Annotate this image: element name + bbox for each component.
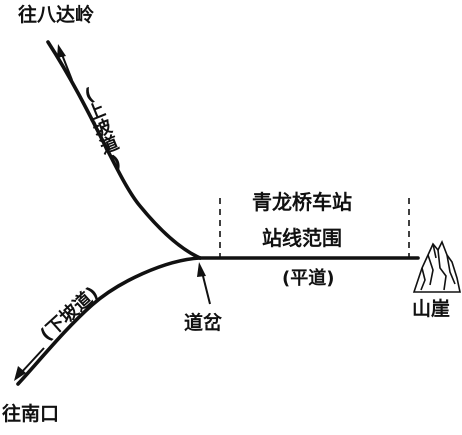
label-cliff: 山崖: [412, 298, 451, 320]
fork-pointer-arrow-icon: [197, 262, 211, 305]
label-to-badaling: 往八达岭: [18, 4, 95, 26]
cliff-icon: [412, 240, 461, 293]
arrow-to-nankou-icon: [14, 347, 45, 381]
uphill-track: [46, 40, 202, 260]
label-station-range: 站线范围: [262, 226, 342, 250]
label-to-nankou: 往南口: [2, 403, 60, 425]
arrow-to-badaling-icon: [57, 44, 73, 81]
label-fork: 道岔: [184, 312, 223, 334]
label-flat-road: (平道): [282, 268, 335, 289]
label-station-name: 青龙桥车站: [252, 190, 352, 214]
downhill-track: [16, 256, 202, 386]
